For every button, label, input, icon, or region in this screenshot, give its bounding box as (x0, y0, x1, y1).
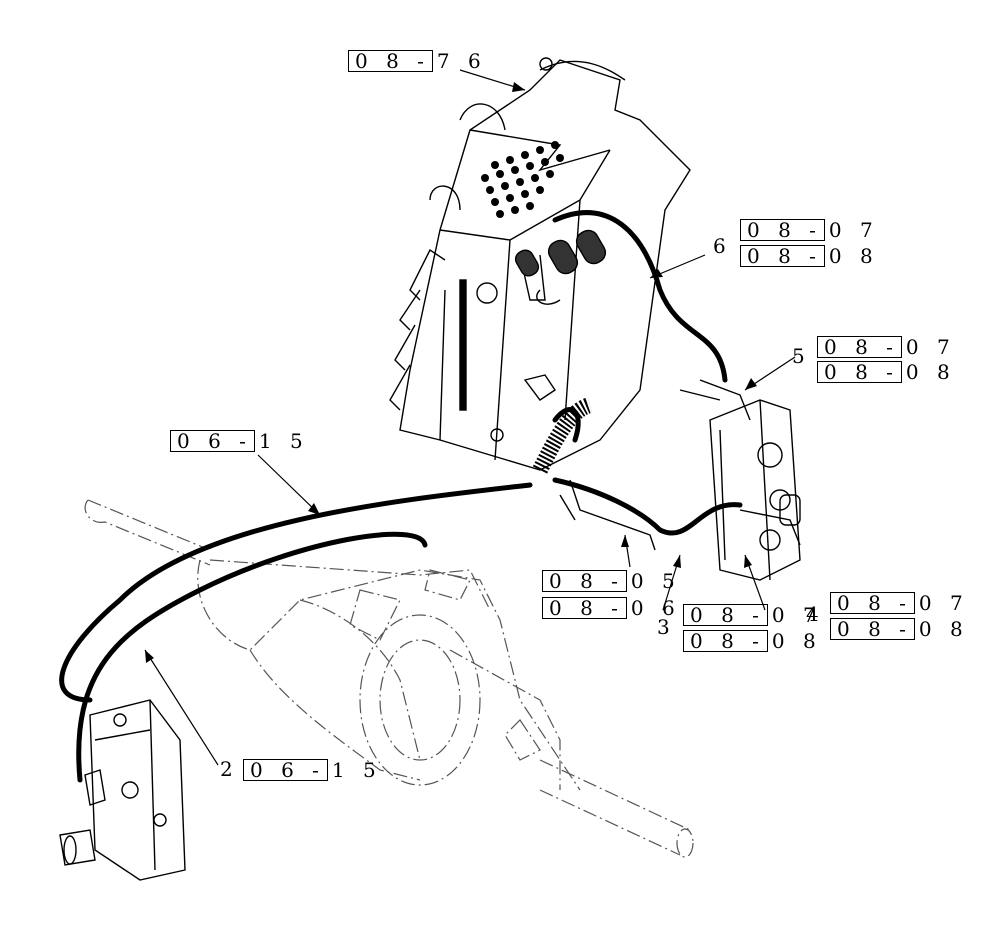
ref-08-08-mid: 0 8 -0 8 (817, 361, 956, 383)
ref-box: 0 8 - (542, 570, 627, 592)
hydraulic-hoses (59, 210, 743, 783)
ref-box: 0 8 - (683, 604, 768, 626)
ref-08-06: 0 8 -0 6 (542, 597, 681, 619)
ref-06-15-top: 0 6 -1 5 (170, 430, 309, 452)
ref-08-07-right: 0 8 -0 7 (830, 592, 969, 614)
hose-item-2 (76, 531, 428, 783)
ref-08-76: 0 8 -7 6 (348, 50, 487, 72)
ref-06-15-bottom: 0 6 -1 5 (243, 759, 382, 781)
valve-block (679, 379, 801, 581)
ref-box: 0 8 - (348, 50, 433, 72)
ref-suffix: 0 8 (905, 360, 956, 384)
ref-box: 0 8 - (542, 597, 627, 619)
ref-box: 0 8 - (683, 630, 768, 652)
crosshatch-hose (532, 397, 593, 474)
ref-box: 0 8 - (830, 592, 915, 614)
ref-suffix: 1 5 (258, 429, 309, 453)
ref-08-08-right: 0 8 -0 8 (830, 618, 969, 640)
ref-suffix: 1 5 (331, 758, 382, 782)
cooler-vent-pattern (481, 141, 564, 218)
hose-item-1 (59, 482, 533, 703)
callout-3: 3 (657, 615, 670, 639)
leader-lines (144, 69, 796, 766)
hose-item-3 (552, 477, 743, 536)
ref-box: 0 8 - (817, 361, 902, 383)
callout-4: 4 (806, 602, 819, 626)
ref-08-07-low: 0 8 -0 7 (683, 604, 822, 626)
ref-suffix: 0 5 (630, 569, 681, 593)
leader-arrowheads (145, 82, 757, 663)
ref-suffix: 0 7 (905, 335, 956, 359)
callout-2: 2 (220, 757, 233, 781)
ref-08-07-top: 0 8 -0 7 (740, 219, 879, 241)
ref-box: 0 8 - (830, 618, 915, 640)
ref-box: 0 6 - (170, 430, 255, 452)
ref-suffix: 0 8 (771, 629, 822, 653)
ref-box: 0 8 - (740, 245, 825, 267)
ref-box: 0 8 - (817, 336, 902, 358)
callout-6: 6 (713, 234, 726, 258)
callout-5: 5 (792, 344, 805, 368)
hose-return (552, 407, 581, 443)
ref-08-08-low: 0 8 -0 8 (683, 630, 822, 652)
cooler-unit (389, 57, 691, 471)
ref-box: 0 8 - (740, 219, 825, 241)
ref-suffix: 7 6 (436, 49, 487, 73)
ref-08-05: 0 8 -0 5 (542, 570, 681, 592)
ref-suffix: 0 7 (918, 591, 969, 615)
ref-suffix: 0 8 (828, 244, 879, 268)
ref-box: 0 6 - (243, 759, 328, 781)
hose-bracket (559, 479, 656, 551)
hose-item-6 (552, 210, 728, 383)
ref-suffix: 0 8 (918, 617, 969, 641)
ref-08-07-mid: 0 8 -0 7 (817, 336, 956, 358)
ref-suffix: 0 6 (630, 596, 681, 620)
ref-suffix: 0 7 (771, 603, 822, 627)
pump-gearbox (59, 699, 186, 881)
ref-suffix: 0 7 (828, 218, 879, 242)
ref-08-08-top: 0 8 -0 8 (740, 245, 879, 267)
transmission-housing (84, 499, 694, 858)
